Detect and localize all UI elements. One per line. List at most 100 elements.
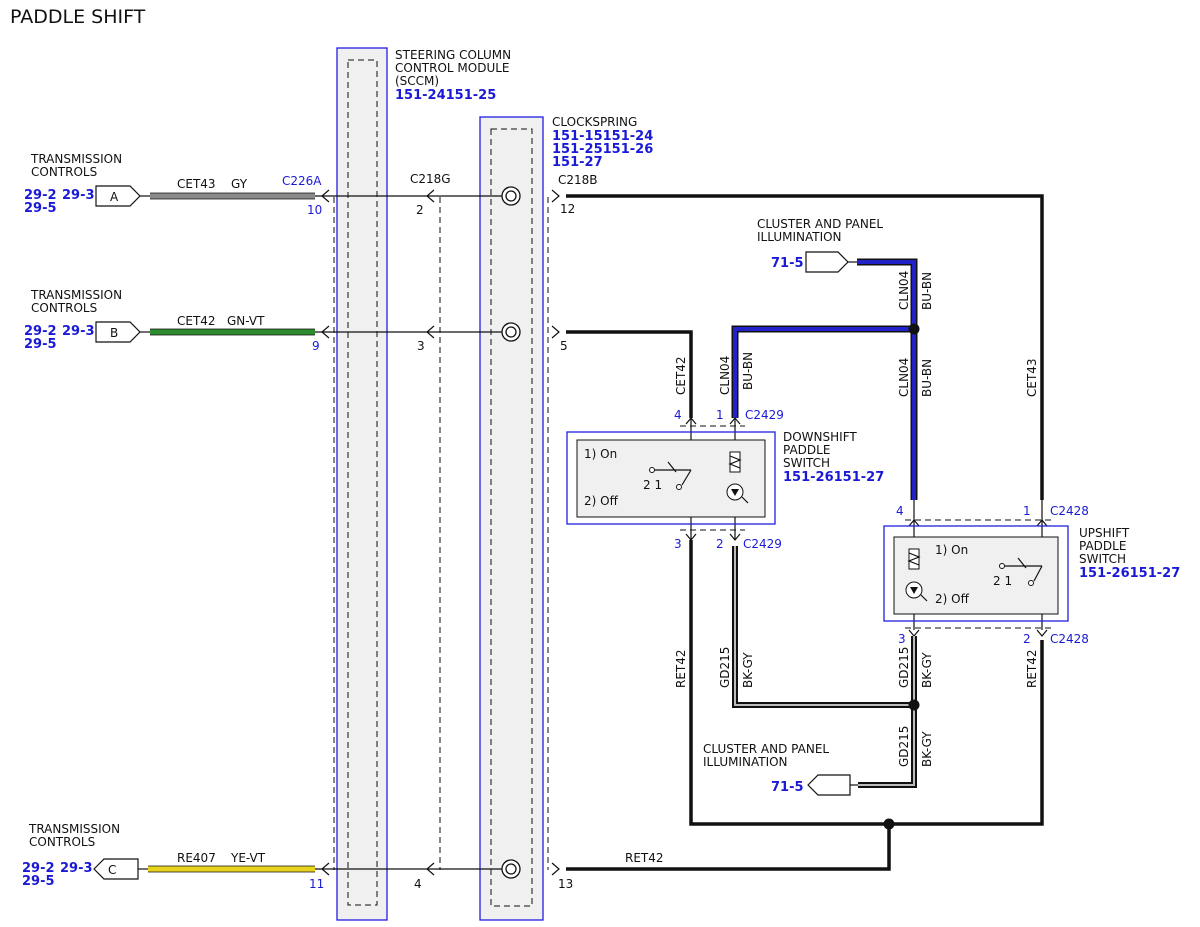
up-pin-bot-right: 2: [1023, 632, 1031, 646]
upshift-state-off: 2) Off: [935, 592, 970, 606]
downshift-refs[interactable]: 151-26151-27: [783, 470, 884, 485]
tc1-connector-letter: A: [110, 190, 119, 204]
wire-ret42-loop: [689, 540, 1044, 826]
up-pin-top-right: 1: [1023, 504, 1031, 518]
downshift-state-on: 1) On: [584, 447, 617, 461]
wire-cln04-blue: [857, 260, 916, 500]
downshift-contacts: 2 1: [643, 478, 662, 492]
splice-cln04: [908, 323, 920, 335]
clockspring-module-inner: [490, 128, 533, 907]
gd215-low-circuit: GD215: [897, 726, 911, 767]
tc3-label-2: CONTROLS: [29, 835, 95, 849]
sccm-pin-row1: 2: [416, 203, 424, 217]
downshift-label-3: SWITCH: [783, 456, 830, 470]
upshift-refs[interactable]: 151-26151-27: [1079, 566, 1180, 581]
cet43-vertical-label: CET43: [1025, 358, 1039, 397]
c218b-label: C218B: [558, 173, 598, 187]
upshift-label-3: SWITCH: [1079, 552, 1126, 566]
up-connector-bot: C2428: [1050, 632, 1089, 646]
row1-arrow-sccm: [321, 189, 330, 203]
tc2-pin: 9: [312, 339, 320, 353]
tc1-color-code: GY: [231, 177, 248, 191]
splice-ret42: [883, 818, 895, 830]
cln04-lower-circuit: CLN04: [897, 358, 911, 397]
clockspring-refs-1[interactable]: 151-15151-24: [552, 129, 653, 144]
sccm-label-1: STEERING COLUMN: [395, 48, 511, 62]
row1-arrow-c218b: [551, 189, 560, 203]
diagram-title: PADDLE SHIFT: [10, 6, 146, 28]
illum2-connector-flag: [807, 774, 851, 796]
tc1-ref-a[interactable]: 29-2: [24, 188, 57, 203]
downshift-switch-outline: [566, 431, 776, 525]
gd215-mid-circuit: GD215: [897, 647, 911, 688]
tc2-color-code: GN-VT: [227, 314, 265, 328]
down-pin-top-right: 1: [716, 408, 724, 422]
downshift-label-1: DOWNSHIFT: [783, 430, 857, 444]
tc3-pin: 11: [309, 877, 324, 891]
up-connector-top: C2428: [1050, 504, 1089, 518]
gd215-left-color: BK-GY: [741, 652, 755, 688]
tc3-ref-b[interactable]: 29-3: [60, 861, 93, 876]
tc3-connector-letter: C: [108, 863, 116, 877]
gd215-left-circuit: GD215: [718, 647, 732, 688]
down-pin-bot-right: 2: [716, 537, 724, 551]
up-pin-bot-left: 3: [898, 632, 906, 646]
row1-arrow-c218g: [426, 189, 435, 203]
gd215-mid-color: BK-GY: [920, 652, 934, 688]
clockspring-module-body: [479, 116, 544, 921]
sccm-pin-row3: 4: [414, 877, 422, 891]
tc3-ref-a[interactable]: 29-2: [22, 861, 55, 876]
up-pin-top-left: 4: [896, 504, 904, 518]
illum1-label-2: ILLUMINATION: [757, 230, 842, 244]
clockspring-refs-3[interactable]: 151-27: [552, 155, 603, 170]
clockspring-coil-row1: [501, 186, 521, 206]
wire-gd215-down-core: [734, 546, 914, 706]
tc2-ref-b[interactable]: 29-3: [62, 324, 95, 339]
illum2-label-1: CLUSTER AND PANEL: [703, 742, 829, 756]
cet42-vertical-label: CET42: [674, 356, 688, 395]
illum2-ref[interactable]: 71-5: [771, 780, 804, 795]
sccm-pin-row2: 3: [417, 339, 425, 353]
clockspring-coil-row3: [501, 859, 521, 879]
tc3-color-code: YE-VT: [230, 851, 266, 865]
tc2-label-1: TRANSMISSION: [30, 288, 122, 302]
splice-gd215: [908, 699, 920, 711]
sccm-module-inner: [347, 59, 378, 906]
tc2-ref-a[interactable]: 29-2: [24, 324, 57, 339]
tc2-ref-c[interactable]: 29-5: [24, 337, 57, 352]
c218g-label: C218G: [410, 172, 451, 186]
clockspring-pin-row1: 12: [560, 202, 575, 216]
wire-cet43-right: [566, 194, 1044, 500]
wire-cln04-branch-outline: [731, 325, 914, 418]
cln04-branch-color: BU-BN: [741, 352, 755, 390]
upshift-contacts: 2 1: [993, 574, 1012, 588]
tc3-circuit: RE407: [177, 851, 216, 865]
wire-cln04-branch-blue: [733, 327, 914, 418]
tc1-label-1: TRANSMISSION: [30, 152, 122, 166]
illum1-label-1: CLUSTER AND PANEL: [757, 217, 883, 231]
upshift-state-on: 1) On: [935, 543, 968, 557]
illum2-label-2: ILLUMINATION: [703, 755, 788, 769]
upshift-switch-outline: [883, 525, 1069, 622]
clockspring-refs-2[interactable]: 151-25151-26: [552, 142, 653, 157]
sccm-label-2: CONTROL MODULE: [395, 61, 510, 75]
clockspring-pin-row3: 13: [558, 877, 573, 891]
cln04-lower-color: BU-BN: [920, 359, 934, 397]
upshift-label-1: UPSHIFT: [1079, 526, 1130, 540]
downshift-state-off: 2) Off: [584, 494, 619, 508]
upshift-switch-body: [893, 536, 1059, 615]
tc1-connector-flag: [95, 185, 141, 207]
upshift-label-2: PADDLE: [1079, 539, 1126, 553]
tc3-ref-c[interactable]: 29-5: [22, 874, 55, 889]
wire-gd215-down-outline: [732, 546, 914, 708]
clockspring-pin-row2: 5: [560, 339, 568, 353]
tc1-ref-c[interactable]: 29-5: [24, 201, 57, 216]
tc1-ref-b[interactable]: 29-3: [62, 188, 95, 203]
tc1-connector-id: C226A: [282, 174, 322, 188]
sccm-module-body: [336, 47, 388, 921]
ret42-bottom-label: RET42: [625, 851, 664, 865]
illum1-ref[interactable]: 71-5: [771, 256, 804, 271]
sccm-refs[interactable]: 151-24151-25: [395, 88, 496, 103]
wire-ret42-bottom: [566, 824, 891, 871]
